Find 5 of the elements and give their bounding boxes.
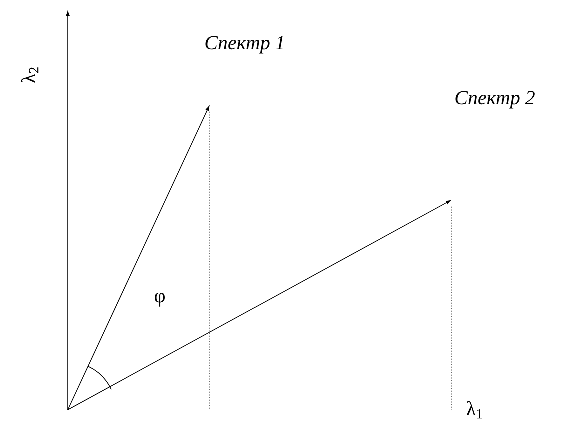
axis-label: λ$_{1}$ bbox=[466, 401, 482, 419]
angle-label: φ bbox=[155, 293, 165, 307]
vector-label: Спектр 2 bbox=[456, 91, 535, 109]
vector-label: Спектр 1 bbox=[206, 36, 284, 54]
axis-label: λ$_{2}$ bbox=[21, 68, 39, 84]
